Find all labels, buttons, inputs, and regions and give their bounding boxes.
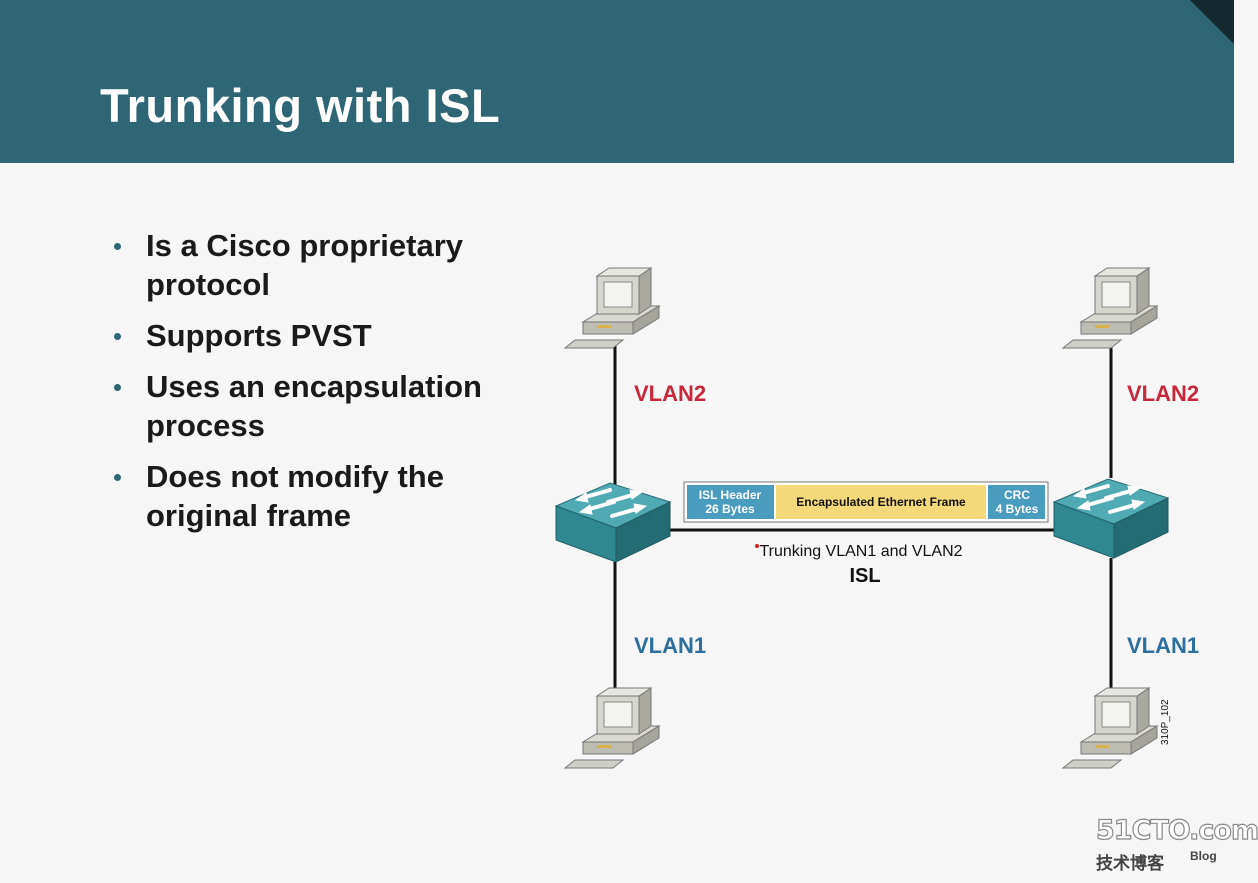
bullet-item: Is a Cisco proprietary protocol	[112, 226, 532, 304]
bullet-dot-icon	[114, 474, 121, 481]
isl-header-label: ISL Header	[699, 488, 762, 502]
bullet-text: process	[146, 408, 265, 443]
bullet-dot-icon	[114, 333, 121, 340]
watermark-subtitle: 技术博客	[1096, 854, 1164, 873]
pc-icon	[564, 267, 660, 349]
slide-title: Trunking with ISL	[100, 79, 501, 132]
pc-icon	[564, 687, 660, 769]
bullet-text: Is a Cisco proprietary	[146, 228, 464, 263]
payload-label: Encapsulated Ethernet Frame	[796, 495, 966, 509]
vlan-label-left-bottom: VLAN1	[634, 633, 706, 658]
figure-code: 310P_102	[1160, 699, 1171, 745]
bullet-item: Uses an encapsulation process	[112, 367, 532, 445]
crc-label: CRC	[1004, 488, 1030, 502]
payload-segment	[776, 485, 986, 519]
corner-accent	[1190, 0, 1234, 44]
vlan-label-right-bottom: VLAN1	[1127, 633, 1199, 658]
bullet-text: Does not modify the	[146, 459, 444, 494]
bullet-text: protocol	[146, 267, 270, 302]
pc-icon	[1062, 687, 1158, 769]
cursor-dot	[755, 544, 759, 548]
crc-segment	[988, 485, 1045, 519]
switch-icon	[554, 481, 672, 564]
bullet-text: Uses an encapsulation	[146, 369, 482, 404]
bullet-text: original frame	[146, 498, 351, 533]
isl-header-segment	[687, 485, 774, 519]
vlan-label-right-top: VLAN2	[1127, 381, 1199, 406]
bullet-dot-icon	[114, 384, 121, 391]
watermark-blog: Blog	[1190, 849, 1217, 863]
bullet-text: Supports PVST	[146, 318, 372, 353]
bullet-list: Is a Cisco proprietary protocol Supports…	[112, 226, 532, 547]
bullet-item: Supports PVST	[112, 316, 532, 355]
pc-icon	[1062, 267, 1158, 349]
slide-header: Trunking with ISL	[0, 0, 1234, 163]
isl-frame: ISL Header 26 Bytes Encapsulated Etherne…	[683, 481, 1049, 523]
bullet-dot-icon	[114, 243, 121, 250]
watermark-site: 51CTO.com	[1095, 814, 1258, 846]
crc-size: 4 Bytes	[996, 502, 1039, 516]
trunk-protocol: ISL	[849, 565, 880, 587]
bullet-item: Does not modify the original frame	[112, 457, 532, 535]
isl-header-size: 26 Bytes	[705, 502, 755, 516]
trunk-caption: Trunking VLAN1 and VLAN2	[759, 543, 962, 560]
switch-icon	[1052, 477, 1170, 560]
watermark: 51CTO.com 技术博客 Blog	[1095, 814, 1258, 875]
vlan-label-left-top: VLAN2	[634, 381, 706, 406]
